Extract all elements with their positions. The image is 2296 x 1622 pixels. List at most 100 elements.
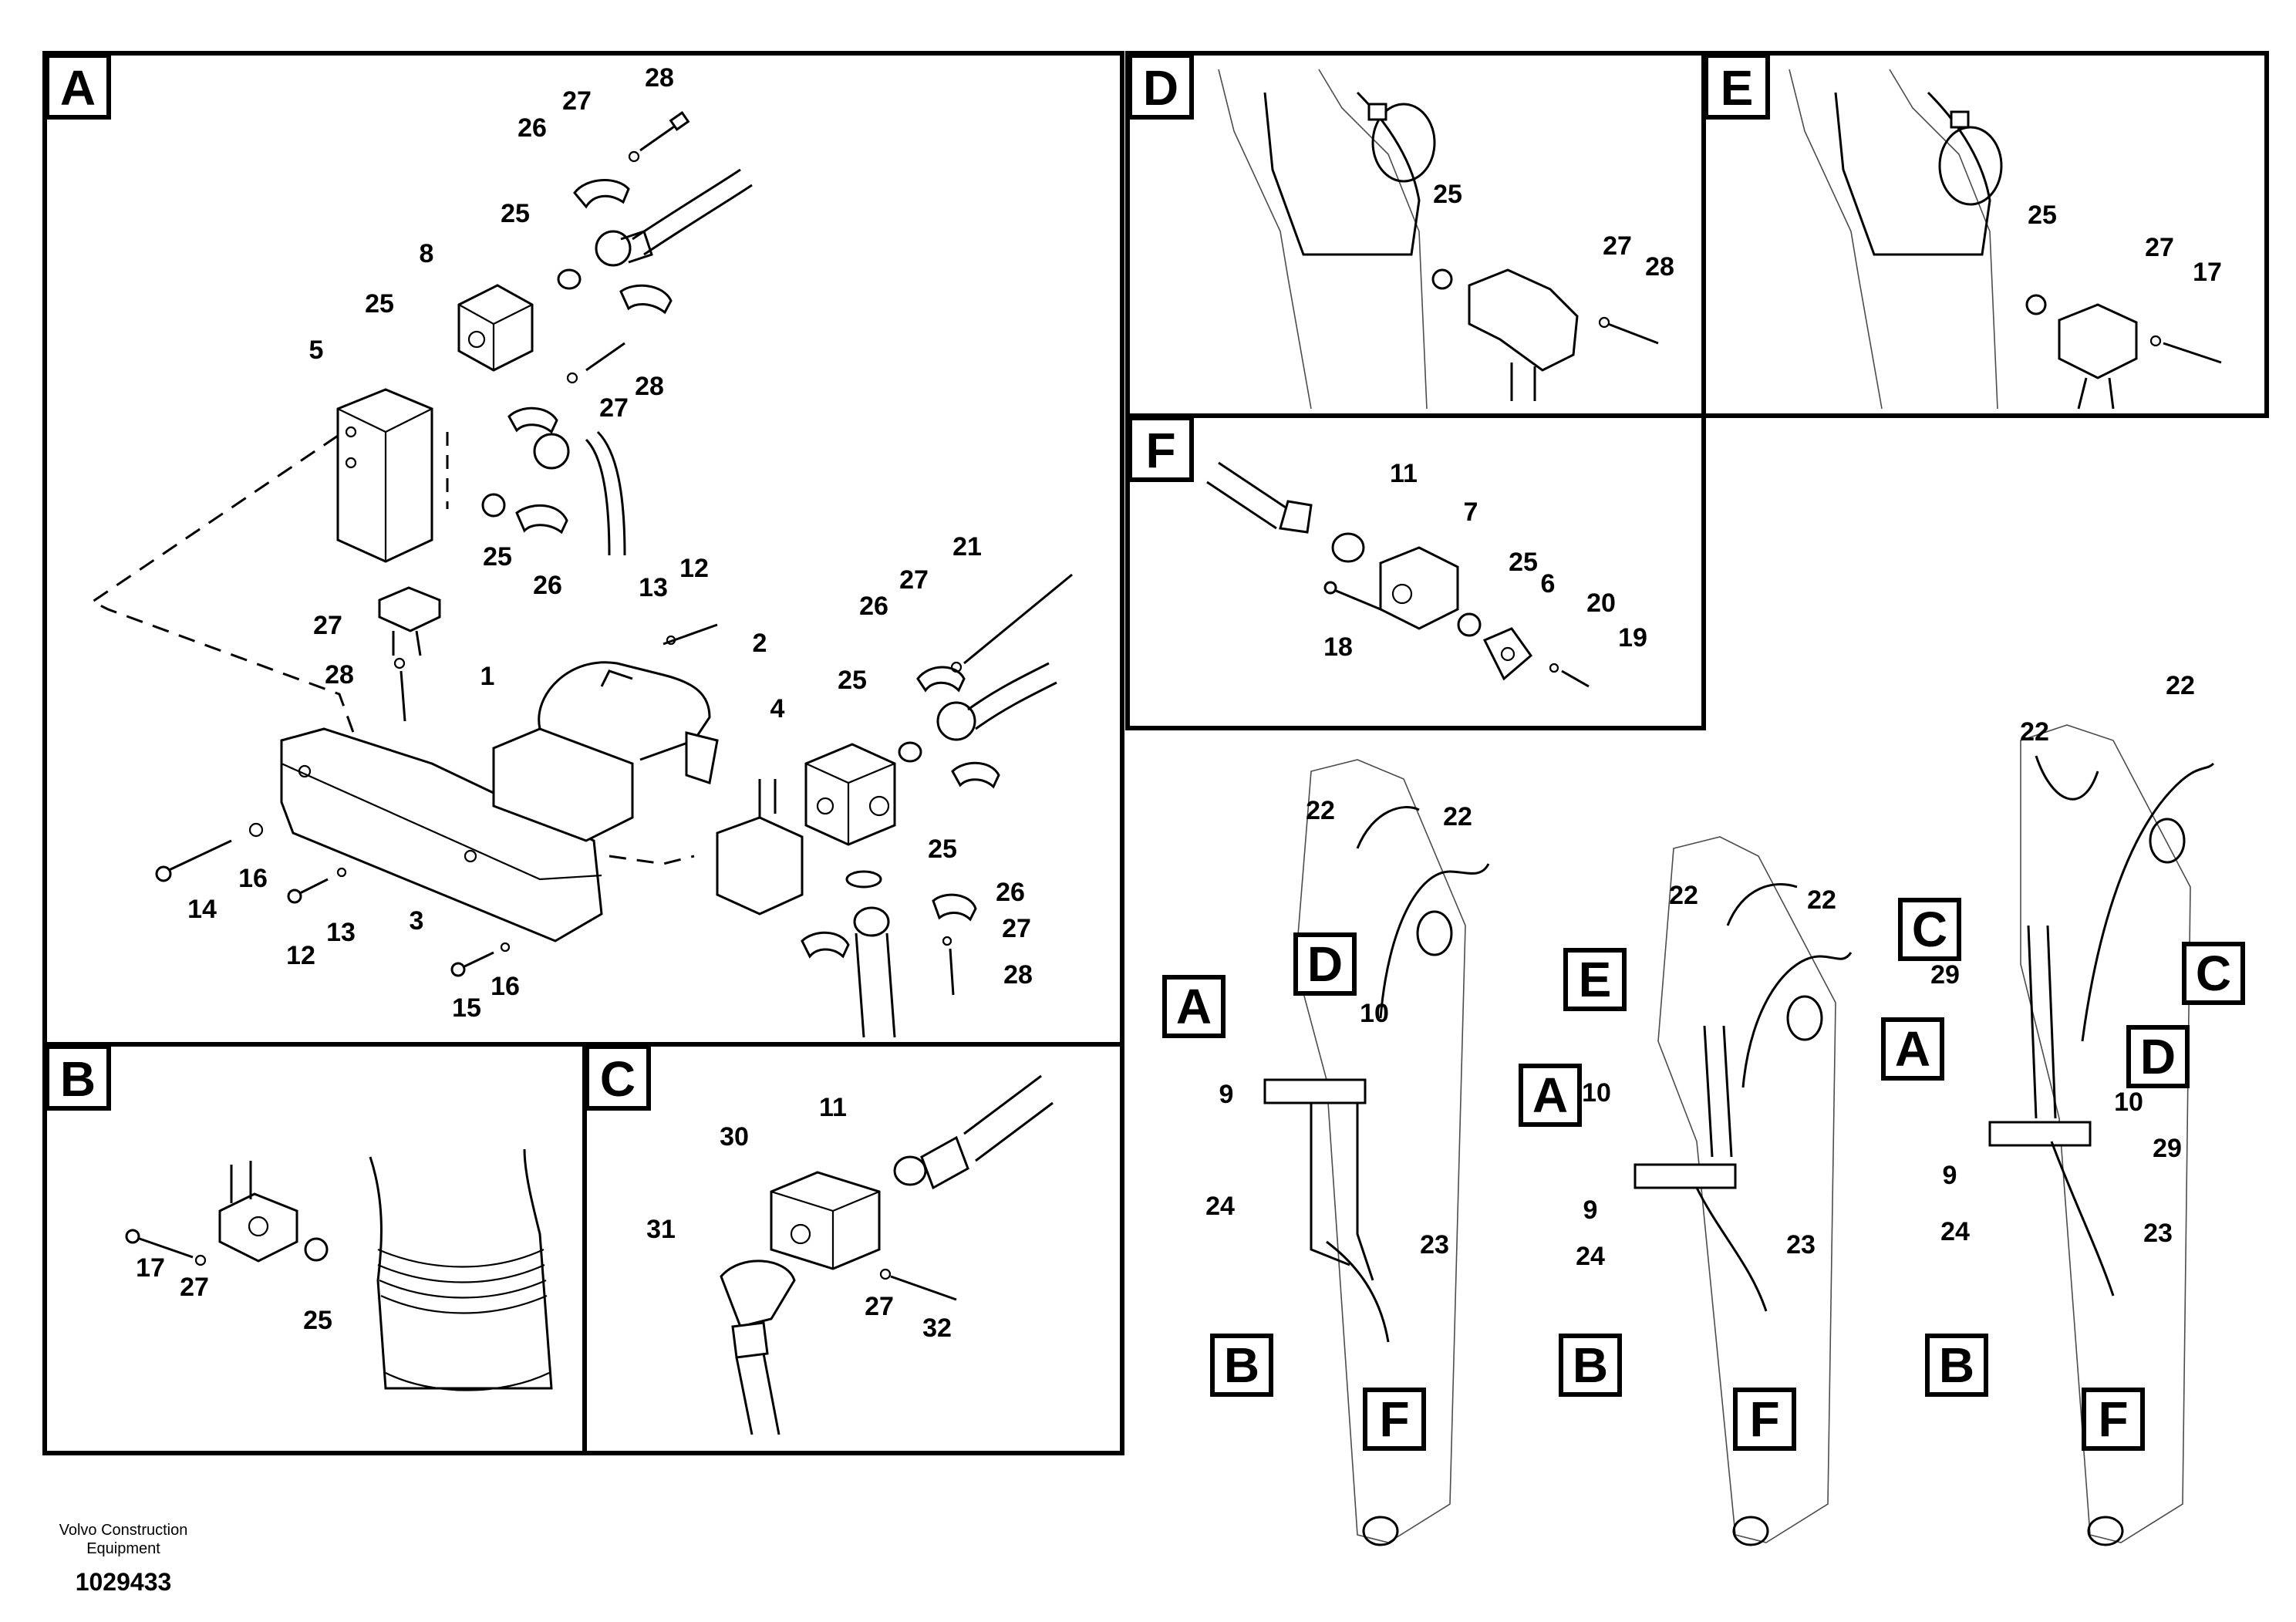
- reference-box-a: A: [1519, 1064, 1582, 1127]
- svg-text:F: F: [1749, 1391, 1779, 1447]
- callout-f-19: 19: [1618, 623, 1647, 653]
- callout-a-28: 28: [1003, 960, 1033, 990]
- panel-d-artwork: [1218, 69, 1659, 410]
- overview-callout-23: 23: [2143, 1219, 2173, 1248]
- callout-d-28: 28: [1645, 252, 1674, 282]
- callout-a-25: 25: [838, 666, 867, 695]
- svg-text:B: B: [1939, 1337, 1974, 1393]
- reference-box-e: E: [1563, 948, 1627, 1011]
- callout-f-11: 11: [1390, 459, 1418, 488]
- boom-overview-3: [1988, 724, 2215, 1546]
- callout-a-21: 21: [952, 532, 982, 561]
- callout-b-25: 25: [303, 1306, 332, 1335]
- callout-a-12: 12: [286, 941, 315, 970]
- callout-a-25: 25: [483, 542, 512, 572]
- overview-callout-9: 9: [1583, 1195, 1598, 1225]
- callout-a-26: 26: [996, 878, 1025, 907]
- reference-box-a: A: [1162, 975, 1226, 1038]
- callout-a-16: 16: [238, 864, 268, 893]
- reference-box-c: C: [2182, 942, 2245, 1005]
- callout-a-25: 25: [365, 289, 394, 319]
- callout-c-31: 31: [646, 1215, 676, 1244]
- overview-callout-22: 22: [1669, 881, 1698, 910]
- reference-box-d: D: [2126, 1025, 2190, 1088]
- overview-callout-10: 10: [2114, 1088, 2143, 1117]
- callout-a-28: 28: [325, 660, 354, 690]
- callout-a-27: 27: [899, 565, 929, 595]
- callout-a-25: 25: [928, 835, 957, 864]
- svg-text:A: A: [1895, 1021, 1930, 1077]
- reference-box-b: B: [1210, 1334, 1273, 1397]
- callout-a-27: 27: [562, 86, 592, 116]
- svg-text:F: F: [2098, 1391, 2128, 1447]
- svg-text:A: A: [1176, 979, 1212, 1034]
- reference-box-f: F: [1363, 1388, 1426, 1451]
- callout-a-26: 26: [533, 571, 562, 600]
- panel-e-label: E: [1721, 60, 1754, 116]
- svg-text:E: E: [1579, 952, 1612, 1007]
- svg-text:F: F: [1379, 1391, 1409, 1447]
- callout-f-18: 18: [1323, 632, 1353, 662]
- callout-a-27: 27: [1002, 914, 1031, 943]
- overview-callout-10: 10: [1582, 1078, 1611, 1108]
- reference-box-a: A: [1881, 1017, 1944, 1081]
- callout-a-28: 28: [635, 372, 664, 401]
- svg-text:B: B: [1224, 1337, 1259, 1393]
- callout-b-17: 17: [136, 1253, 165, 1283]
- svg-text:C: C: [1912, 902, 1947, 957]
- reference-box-b: B: [1559, 1334, 1622, 1397]
- panel-d-label: D: [1143, 60, 1178, 116]
- overview-callout-9: 9: [1219, 1080, 1234, 1109]
- brand-line-2: Equipment: [86, 1540, 160, 1557]
- callout-a-26: 26: [859, 592, 888, 621]
- panel-c-artwork: [720, 1074, 1054, 1435]
- panel-c-label: C: [600, 1051, 636, 1107]
- overview-callout-24: 24: [1940, 1217, 1970, 1246]
- panel-f-artwork: [1206, 461, 1590, 688]
- overview-callout-9: 9: [1943, 1161, 1957, 1190]
- svg-text:C: C: [2196, 946, 2231, 1001]
- reference-box-f: F: [1733, 1388, 1796, 1451]
- callout-d-27: 27: [1603, 231, 1632, 261]
- overview-callout-24: 24: [1576, 1242, 1605, 1271]
- callout-f-6: 6: [1541, 569, 1556, 599]
- callout-a-15: 15: [452, 993, 481, 1023]
- overview-callout-10: 10: [1360, 999, 1389, 1028]
- callout-a-8: 8: [420, 239, 434, 268]
- overview-callout-23: 23: [1786, 1230, 1816, 1259]
- callout-f-25: 25: [1509, 548, 1538, 577]
- reference-box-b: B: [1925, 1334, 1988, 1397]
- panel-e-artwork: [1789, 69, 2222, 410]
- panel-f-frame: [1125, 413, 1706, 730]
- callout-a-28: 28: [645, 63, 674, 93]
- panel-e-frame: [1701, 51, 2269, 418]
- reference-box-d: D: [1293, 932, 1357, 996]
- callout-a-12: 12: [679, 554, 709, 583]
- callout-b-27: 27: [180, 1273, 209, 1302]
- callout-a-3: 3: [410, 906, 424, 936]
- svg-text:A: A: [1532, 1067, 1568, 1123]
- panel-frames: [42, 51, 2269, 1455]
- callout-a-27: 27: [599, 393, 629, 423]
- callout-d-25: 25: [1433, 180, 1462, 209]
- svg-text:D: D: [2140, 1029, 2176, 1084]
- callout-f-7: 7: [1464, 497, 1478, 527]
- overview-callout-23: 23: [1420, 1230, 1449, 1259]
- callout-e-17: 17: [2193, 258, 2222, 287]
- callout-c-32: 32: [922, 1313, 952, 1343]
- panel-a-artwork: [90, 111, 1073, 1038]
- overview-callout-22: 22: [1306, 796, 1335, 825]
- callout-a-2: 2: [753, 629, 767, 658]
- overview-callout-29: 29: [2153, 1134, 2182, 1163]
- brand-line-1: Volvo Construction: [59, 1522, 188, 1539]
- callout-c-11: 11: [819, 1093, 847, 1122]
- overview-callout-24: 24: [1205, 1192, 1235, 1221]
- callout-a-1: 1: [480, 662, 495, 691]
- callout-a-25: 25: [501, 199, 530, 228]
- panel-c-frame: [582, 1042, 1124, 1455]
- panel-a-label: A: [60, 60, 96, 116]
- callout-a-4: 4: [770, 694, 785, 723]
- overview-callout-22: 22: [1443, 802, 1472, 831]
- overview-callout-22: 22: [2166, 671, 2195, 700]
